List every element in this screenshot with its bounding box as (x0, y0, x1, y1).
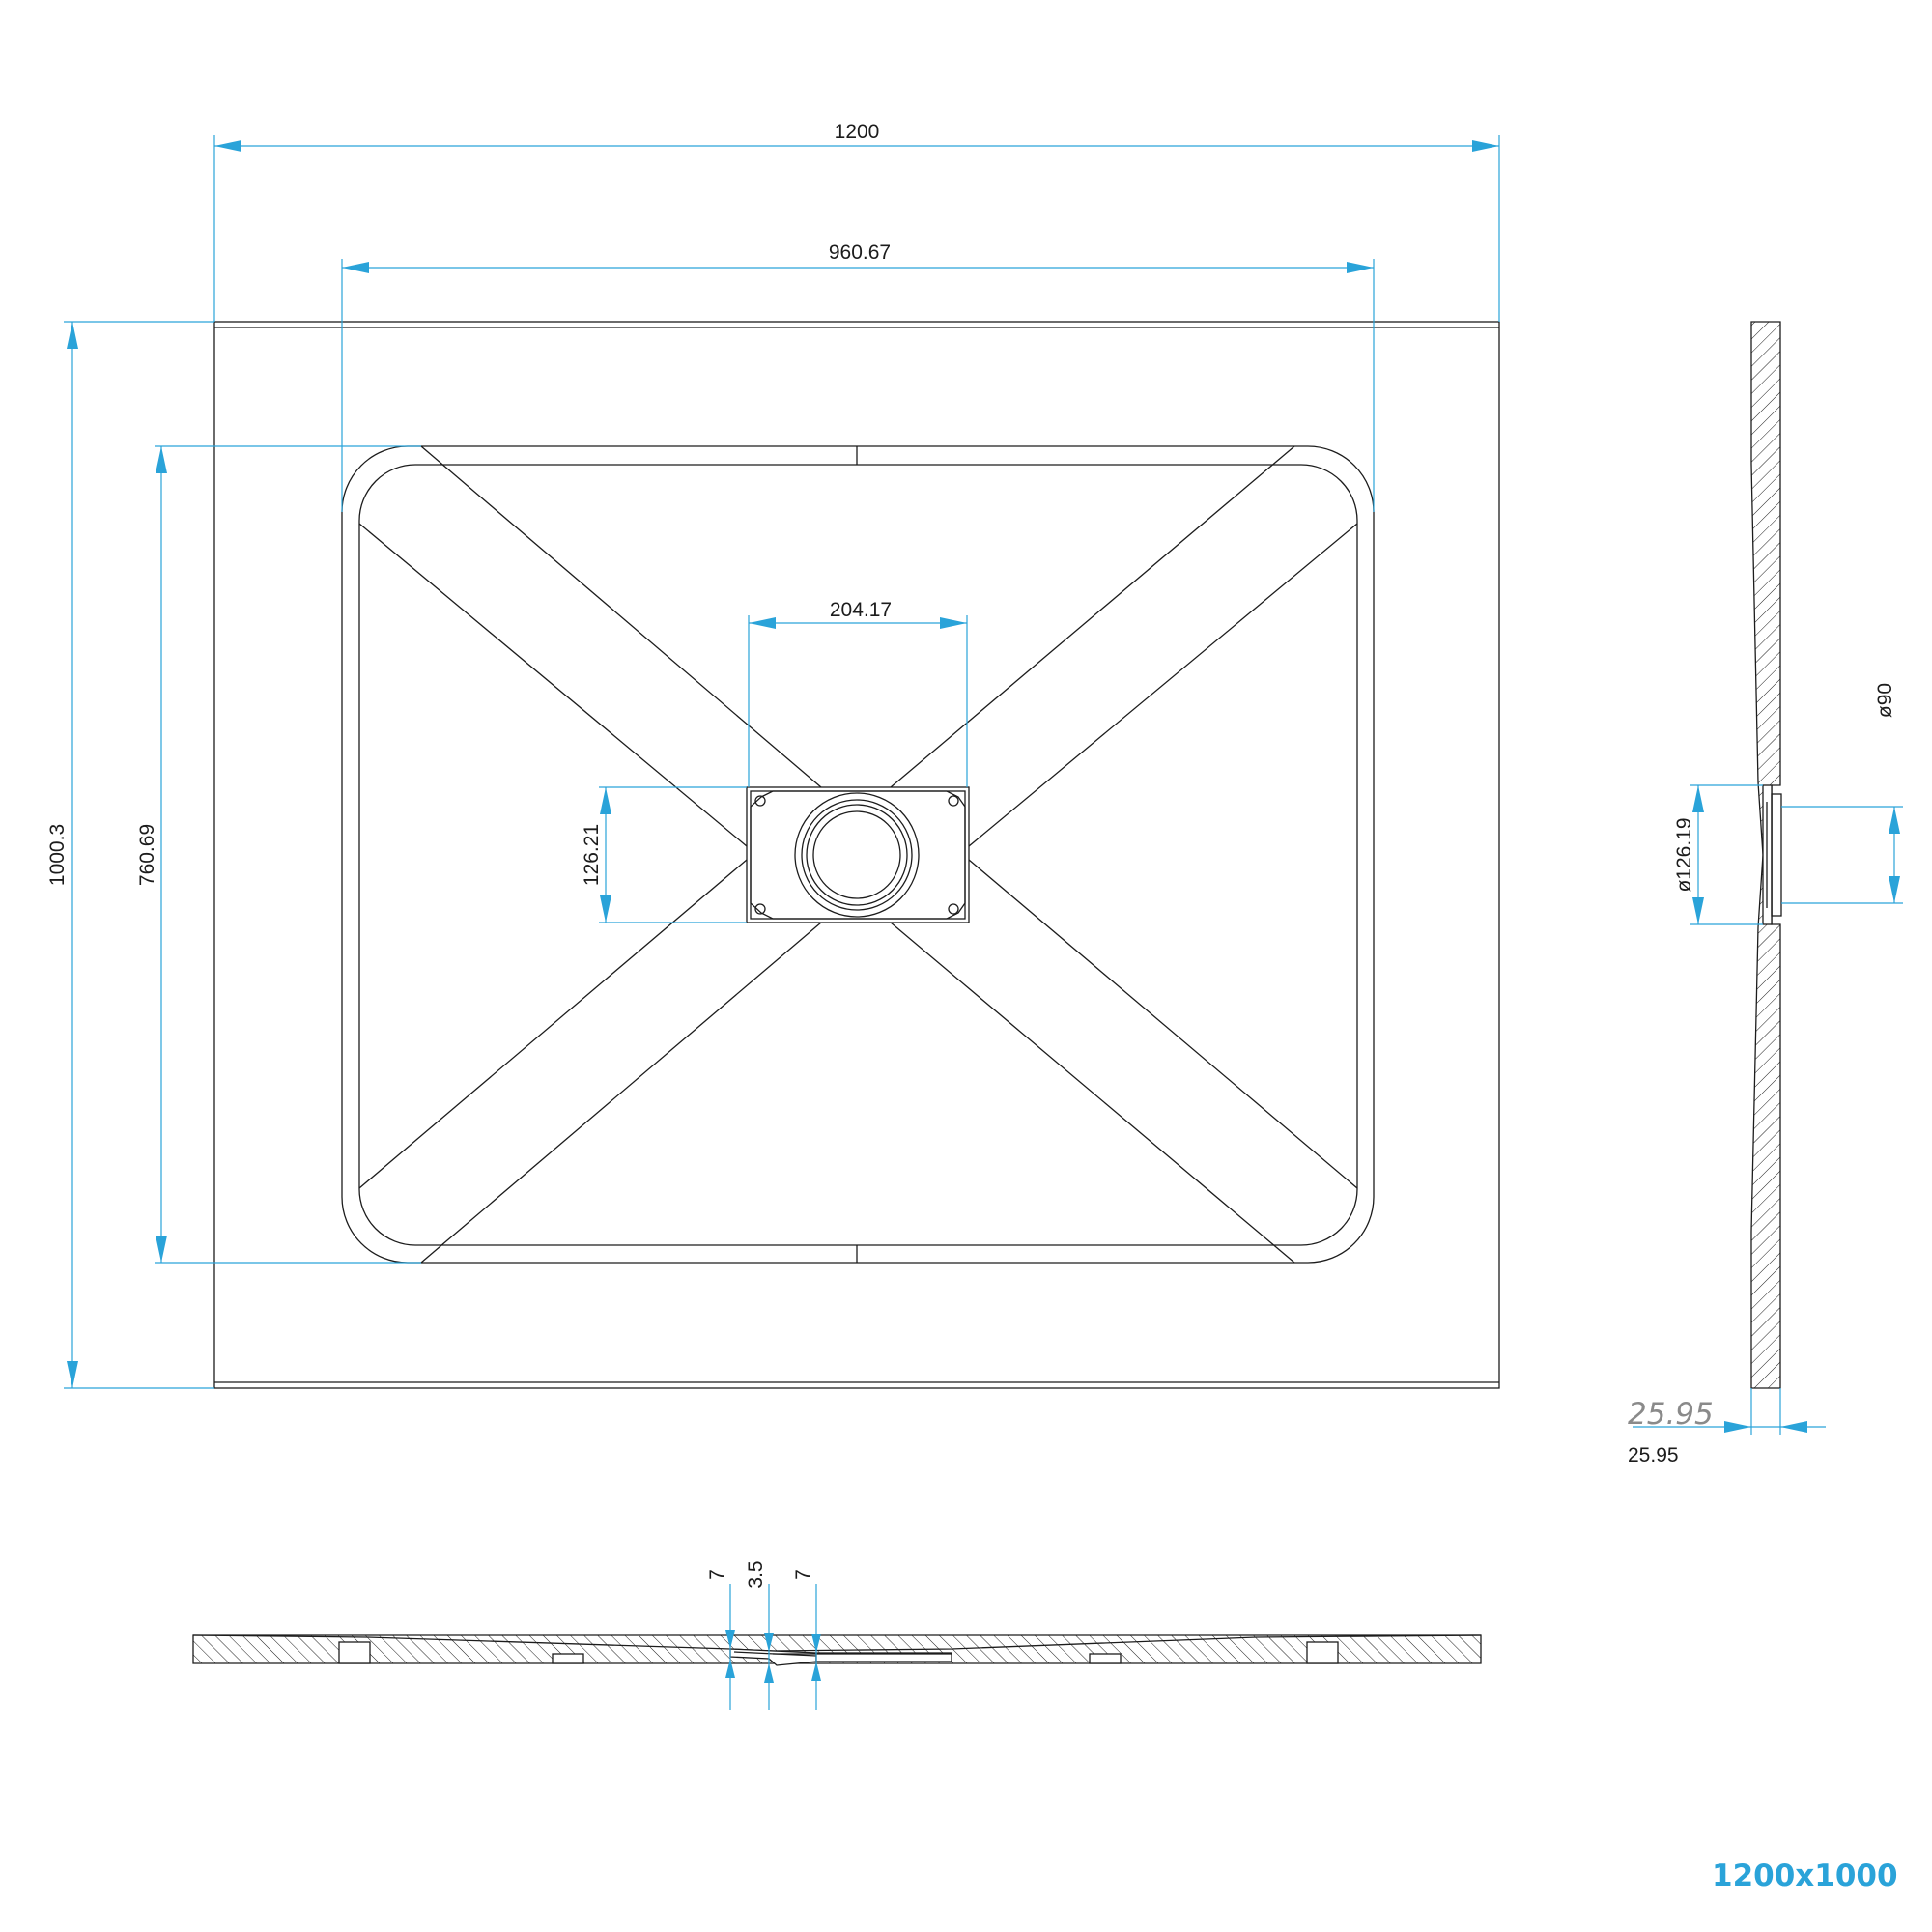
label-1200: 1200 (835, 121, 880, 143)
label-204: 204.17 (830, 599, 892, 621)
side-section-view: ø90 ø126.19 25.95 25.95 (1628, 321, 1903, 1466)
basin-inner (358, 464, 1358, 1246)
label-960: 960.67 (829, 242, 891, 264)
label-3-5: 3.5 (745, 1560, 767, 1588)
label-25-95-ghost: 25.95 (1628, 1397, 1714, 1432)
label-126-21: 126.21 (581, 824, 603, 886)
dim-section-depths: 7 3.5 7 (706, 1560, 821, 1710)
dim-outlet-diameter: ø126.19 (1673, 784, 1763, 925)
tray-outline (213, 321, 1500, 1389)
dim-drain-height: 126.21 (581, 786, 747, 923)
bottom-section-view: 7 3.5 7 (192, 1560, 1482, 1710)
dim-pipe-diameter: ø90 (1781, 683, 1903, 904)
dim-inner-height: 760.69 (136, 445, 421, 1264)
label-7-right: 7 (792, 1569, 814, 1580)
dim-inner-width: 960.67 (341, 242, 1375, 512)
dim-drain-width: 204.17 (748, 599, 968, 787)
label-1000: 1000.3 (46, 824, 69, 886)
label-760: 760.69 (136, 824, 158, 886)
label-25-95: 25.95 (1628, 1444, 1679, 1466)
dim-overall-width: 1200 (213, 121, 1500, 322)
label-7-left: 7 (706, 1569, 728, 1580)
model-size-label: 1200x1000 (1712, 1859, 1898, 1893)
basin-outer (341, 445, 1375, 1264)
dim-side-thickness: 25.95 25.95 (1628, 1388, 1826, 1466)
label-d126: ø126.19 (1673, 817, 1695, 892)
label-d90: ø90 (1874, 683, 1896, 718)
dim-overall-height: 1000.3 (46, 321, 214, 1389)
drain (746, 786, 970, 923)
plan-view: 1200 960.67 204.17 1000.3 (46, 121, 1500, 1389)
